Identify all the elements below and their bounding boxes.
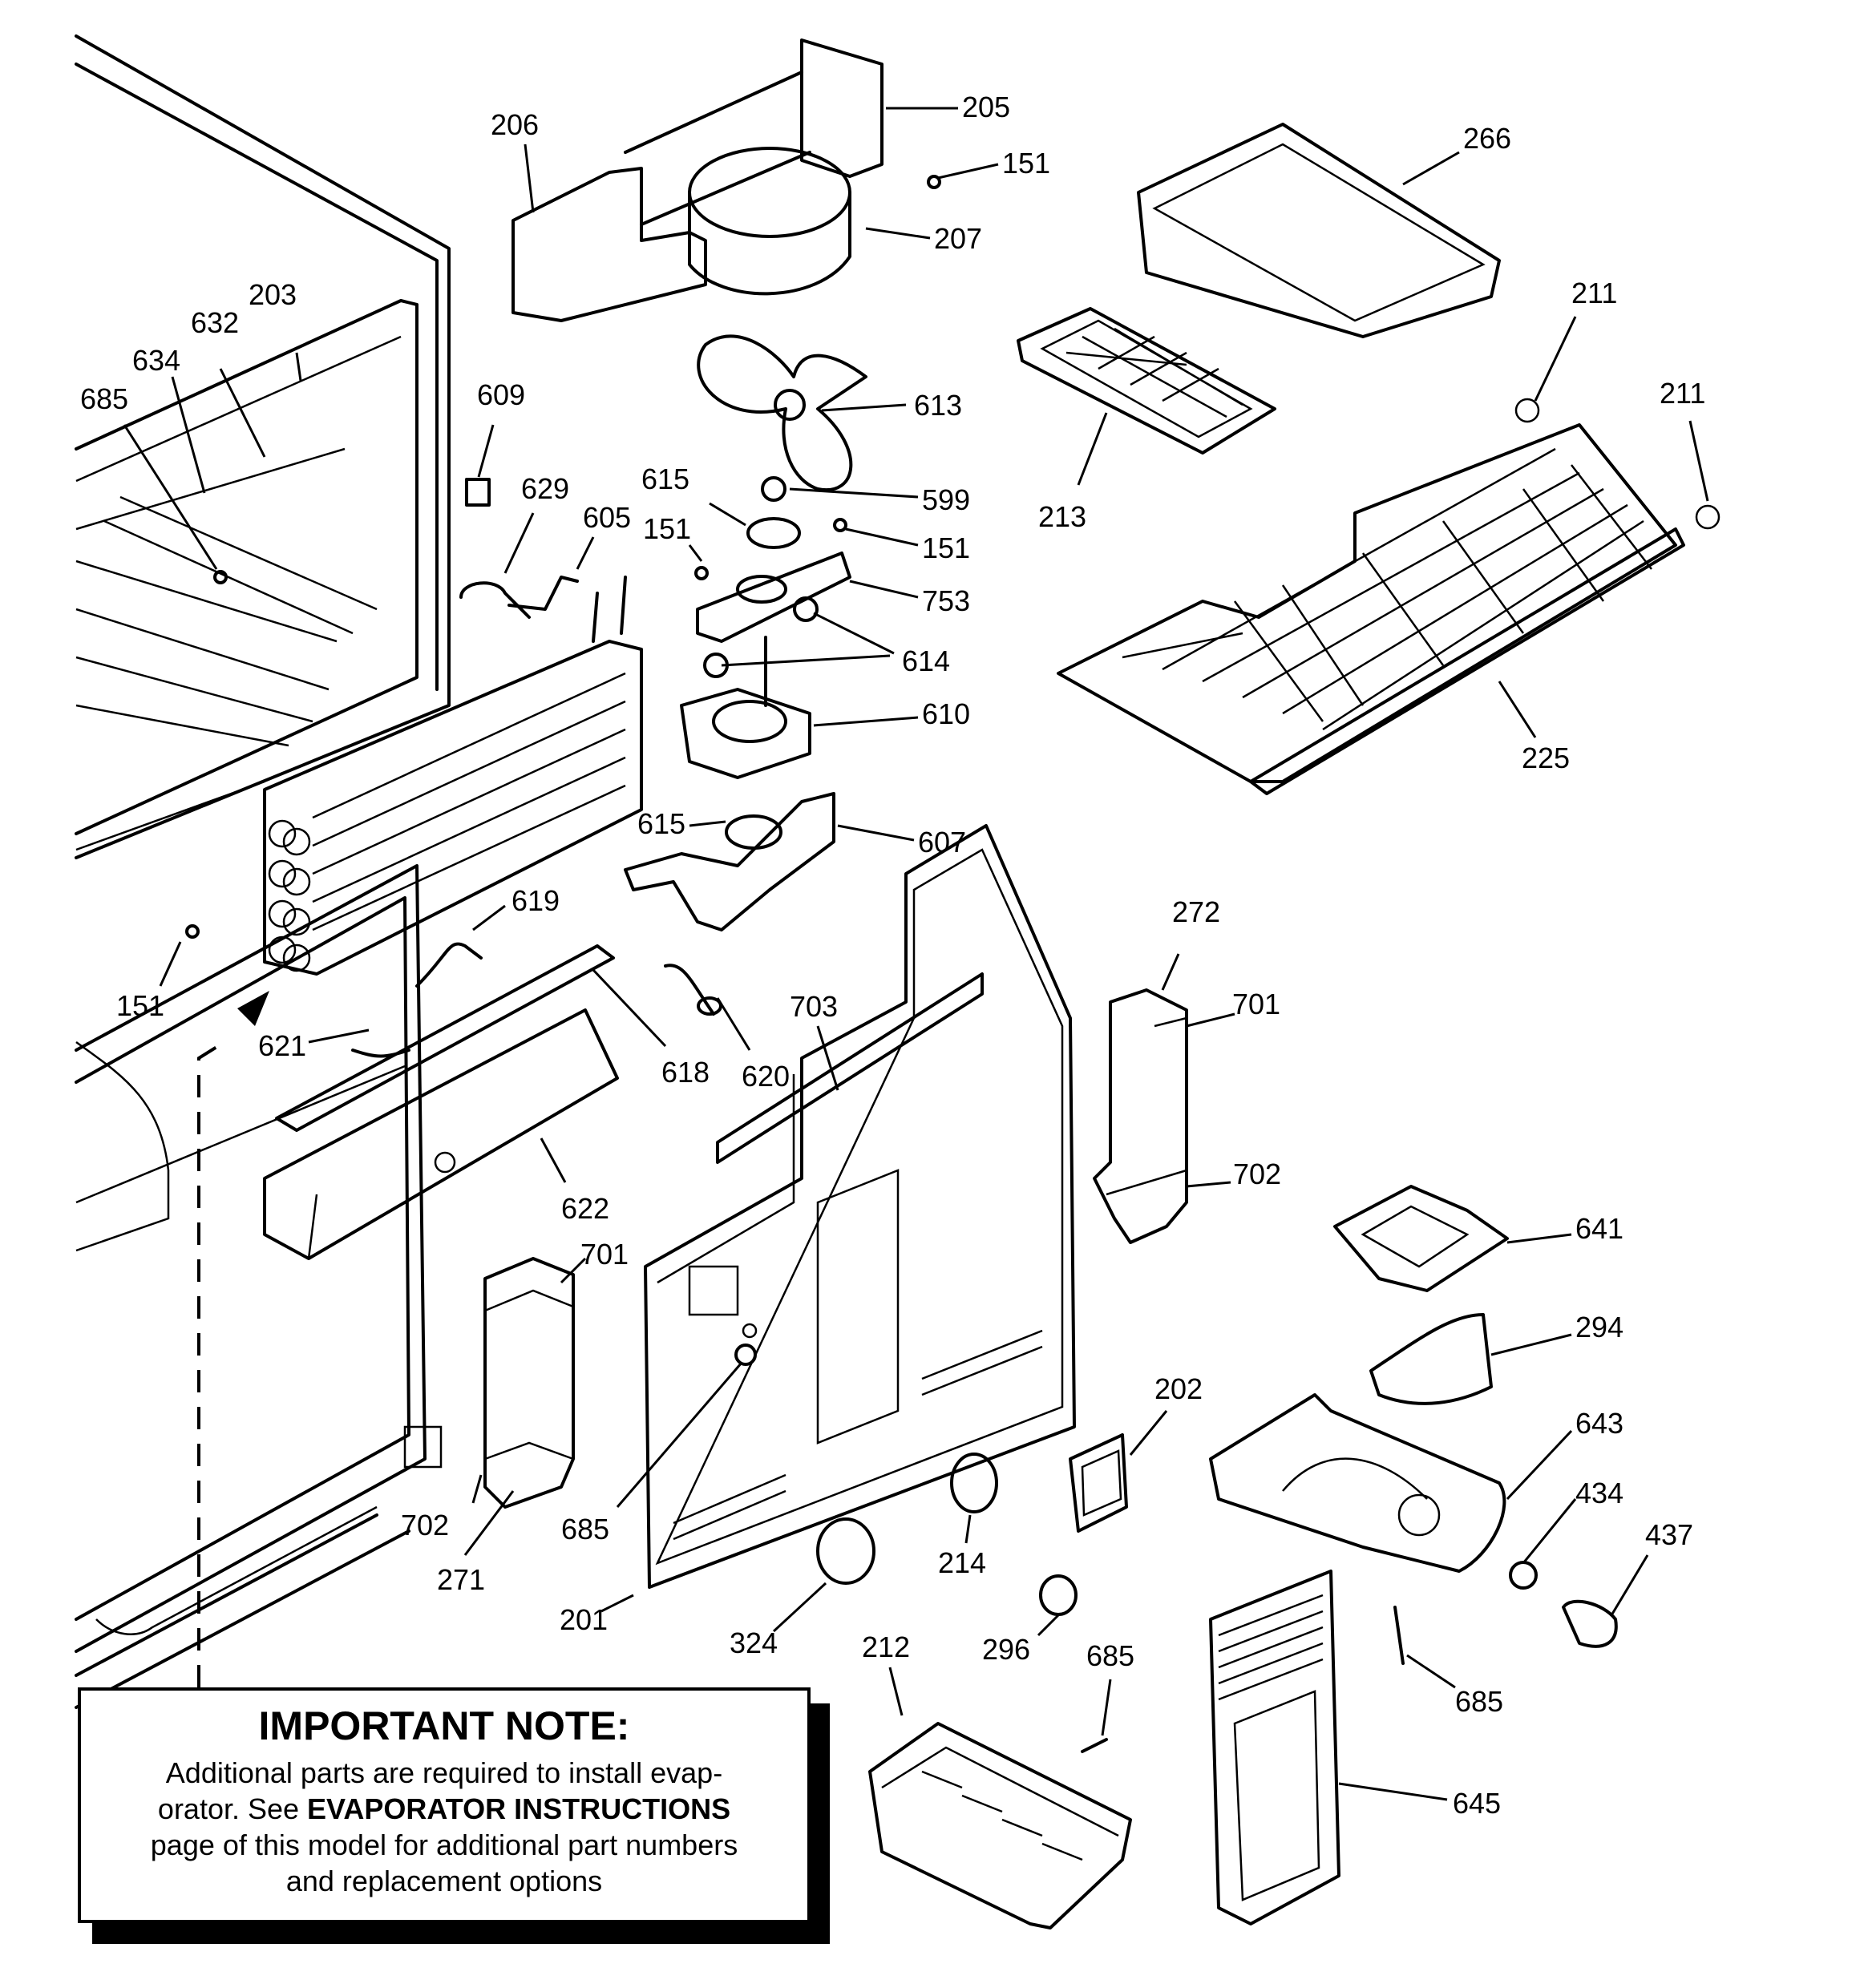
part-number-labels: 206 205 151 207 266 203 632 634 685 609 … [80,91,1705,1820]
part-label: 205 [962,91,1010,123]
part-label: 753 [922,584,970,617]
part-label: 645 [1453,1787,1501,1820]
part-heater-618 [275,942,722,1132]
part-label: 607 [918,826,966,859]
part-evaporator-coil [263,576,643,976]
part-label: 609 [477,378,525,411]
part-label: 641 [1575,1212,1623,1245]
arrow-icon [237,991,269,1026]
part-label: 685 [1086,1639,1134,1672]
part-label: 622 [561,1192,609,1225]
part-label: 201 [560,1603,608,1636]
part-label: 610 [922,697,970,730]
part-label: 151 [922,531,970,564]
dashed-guide-line [197,991,269,1687]
part-label: 214 [938,1546,986,1579]
part-label: 599 [922,483,970,516]
part-motor-assembly [624,476,851,931]
part-label: 212 [862,1630,910,1663]
part-small-clips [459,478,579,619]
part-label: 634 [132,344,180,377]
part-label: 629 [521,472,569,505]
part-label: 613 [914,389,962,422]
note-line-2: orator. See EVAPORATOR INSTRUCTIONS [81,1791,807,1827]
part-label: 615 [637,807,685,840]
part-label: 685 [1455,1685,1503,1718]
note-line-4: and replacement options [285,1865,603,1897]
part-label: 272 [1172,895,1220,928]
part-label: 203 [249,278,297,311]
important-note-box: IMPORTANT NOTE: Additional parts are req… [78,1687,811,1923]
part-label: 296 [982,1633,1030,1666]
screw-icons [185,175,941,939]
part-label: 701 [580,1238,629,1271]
part-label: 294 [1575,1311,1623,1344]
part-drain-trough-622 [263,1008,619,1260]
part-641 [1333,1185,1509,1292]
part-wire-shelf-225 [1057,398,1720,795]
part-label: 618 [661,1056,710,1089]
part-label: 324 [730,1626,778,1659]
leader-lines [123,107,1709,1801]
part-ice-tray-213 [1017,307,1276,455]
part-label: 271 [437,1563,485,1596]
part-label: 211 [1660,377,1705,410]
part-label: 266 [1463,122,1511,155]
part-label: 643 [1575,1407,1623,1440]
cabinet-drawing [75,34,451,1709]
part-label: 614 [902,644,950,677]
part-294 [1369,1313,1493,1405]
part-label: 702 [401,1509,449,1542]
part-645 [1209,1570,1340,1925]
part-643 [1209,1393,1506,1573]
part-rail-703 [716,972,984,1164]
part-label: 202 [1154,1372,1203,1405]
part-212 [868,1722,1132,1929]
part-label: 632 [191,306,239,339]
part-duct-271 [483,1257,575,1509]
part-label: 701 [1232,988,1280,1020]
note-body: Additional parts are required to install… [81,1755,807,1899]
part-label: 207 [934,222,982,255]
note-line-1: Additional parts are required to install… [165,1756,723,1789]
part-label: 151 [643,512,691,545]
part-label: 615 [641,463,689,495]
part-label: 225 [1522,741,1570,774]
note-title: IMPORTANT NOTE: [258,1703,630,1748]
part-label: 206 [491,108,539,141]
part-label: 685 [561,1513,609,1546]
part-label: 685 [80,382,128,415]
evaporator-instructions-text: EVAPORATOR INSTRUCTIONS [307,1792,731,1825]
part-evap-cover-201 [644,824,1076,1589]
part-label: 619 [512,884,560,917]
part-pan-266 [1137,123,1501,338]
part-label: 620 [742,1060,790,1093]
part-label: 702 [1233,1158,1281,1190]
note-line-3: page of this model for additional part n… [150,1828,738,1861]
part-fan-blade-613 [697,334,867,492]
part-label: 703 [790,990,838,1023]
part-label: 213 [1038,500,1086,533]
part-duct-272 [1093,988,1188,1244]
part-label: 151 [1002,147,1050,180]
part-label: 434 [1575,1477,1623,1509]
part-label: 437 [1645,1518,1693,1551]
part-label: 605 [583,501,631,534]
part-housing-206-205-207 [512,38,884,322]
part-label: 151 [116,989,164,1022]
part-label: 211 [1571,277,1617,309]
part-label: 621 [258,1029,306,1062]
note-line-2-text: orator. See [157,1792,308,1825]
